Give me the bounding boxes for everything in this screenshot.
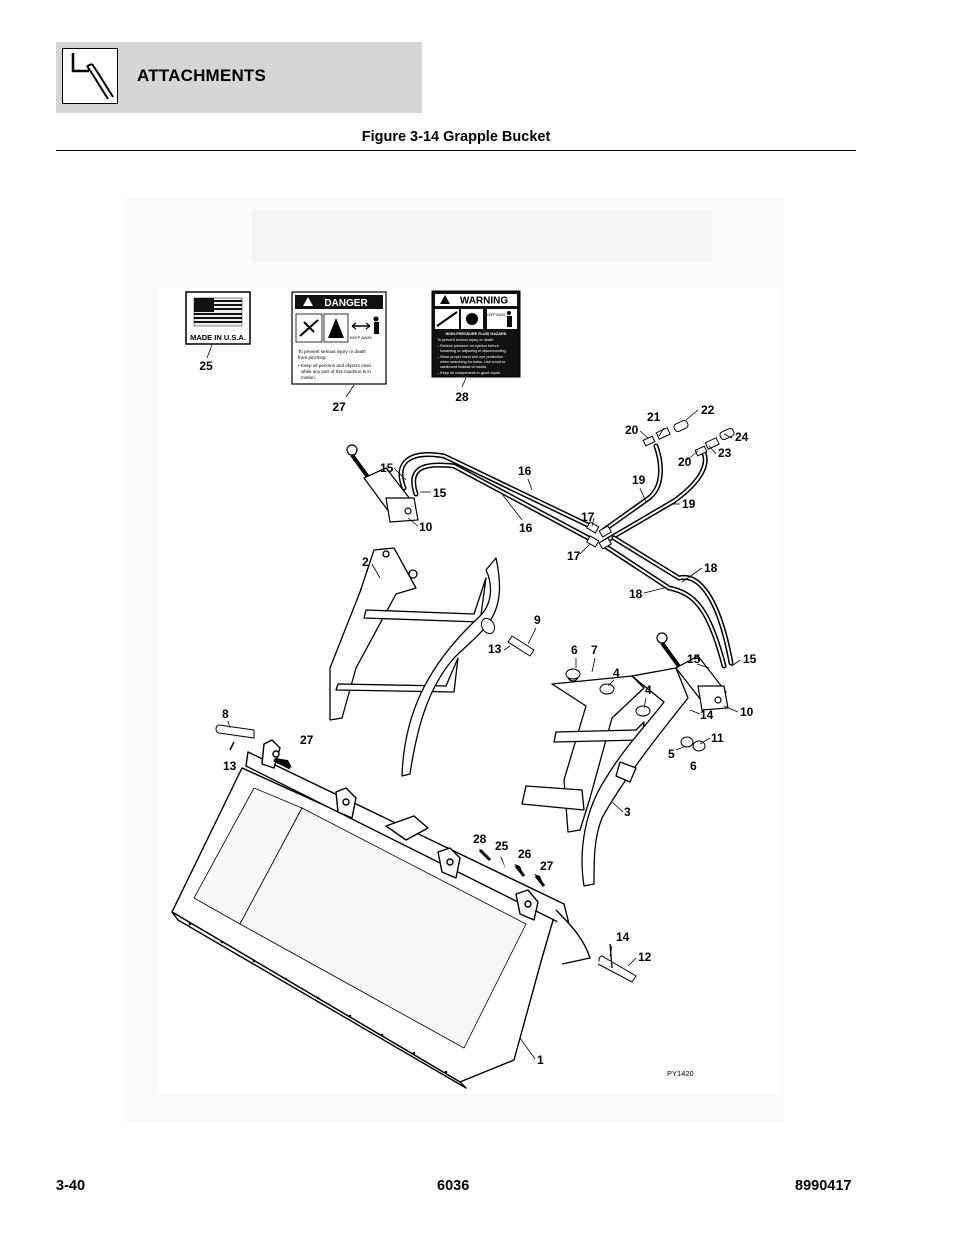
danger-line-4: while any part of this machine is in <box>301 369 371 374</box>
callout-28: 28 <box>455 390 469 404</box>
danger-decal: DANGER KEEP AWAY To prevent serious inju… <box>291 291 387 385</box>
callout-6: 6 <box>690 759 697 773</box>
callout-18: 18 <box>629 587 643 601</box>
callout-16: 16 <box>518 464 532 478</box>
callout-21: 21 <box>647 410 661 424</box>
made-in-usa-text: MADE IN U.S.A. <box>190 333 246 342</box>
danger-header-text: DANGER <box>324 298 368 309</box>
warning-line-7: – Keep all components in good repair. <box>437 371 501 375</box>
callout-19: 19 <box>682 497 696 511</box>
decal-28-arrow <box>478 848 492 862</box>
callout-14: 14 <box>616 930 630 944</box>
callout-20: 20 <box>625 423 639 437</box>
figure-title: Figure 3-14 Grapple Bucket <box>361 129 551 145</box>
callout-22: 22 <box>701 403 715 417</box>
callout-17: 17 <box>567 549 581 563</box>
callout-28: 28 <box>473 832 487 846</box>
cutting-edge-bolts <box>188 922 448 1074</box>
callout-24: 24 <box>735 430 749 444</box>
callout-27: 27 <box>540 859 554 873</box>
parts-figure: MADE IN U.S.A. 25 DANGER KEEP AWAY To pr… <box>124 198 784 1122</box>
callouts: 22 21 24 20 20 23 15 15 16 16 19 19 10 1… <box>222 403 757 1067</box>
grapple-bucket-exploded-view: MADE IN U.S.A. 25 DANGER KEEP AWAY To pr… <box>124 198 784 1122</box>
bucket <box>171 739 591 1089</box>
callout-19: 19 <box>632 473 646 487</box>
danger-keep-away-text: KEEP AWAY <box>350 335 373 340</box>
callout-12: 12 <box>638 950 652 964</box>
warning-header-text: WARNING <box>460 296 509 307</box>
leader-lines <box>227 409 741 1060</box>
callout-9: 9 <box>534 613 541 627</box>
figure-top-band <box>252 210 712 262</box>
model-number: 6036 <box>437 1178 470 1194</box>
warning-keep-away-text: KEEP AWAY <box>486 313 506 317</box>
callout-2: 2 <box>362 555 369 569</box>
callout-8: 8 <box>222 707 229 721</box>
pin-9 <box>480 617 535 657</box>
bushings <box>565 668 706 752</box>
callout-18: 18 <box>704 561 718 575</box>
danger-line-5: motion. <box>301 375 316 380</box>
callout-27: 27 <box>300 733 314 747</box>
pin-8 <box>215 724 255 751</box>
danger-line-2: from pinching: <box>298 355 327 360</box>
callout-1: 1 <box>537 1053 544 1067</box>
danger-line-1: To prevent serious injury or death <box>298 349 366 354</box>
decal-27-arrow-b <box>534 875 546 887</box>
callout-15: 15 <box>380 461 394 475</box>
hydraulic-hoses <box>398 443 734 669</box>
callout-10: 10 <box>740 705 754 719</box>
callout-6: 6 <box>571 643 578 657</box>
hydraulic-cylinder-right <box>656 632 729 711</box>
callout-4: 4 <box>613 666 620 680</box>
callout-20: 20 <box>678 455 692 469</box>
danger-line-3: • Keep all persons and objects clear <box>298 363 372 368</box>
fork-arm-icon <box>62 48 118 104</box>
callout-25: 25 <box>495 839 509 853</box>
grapple-arm-left <box>329 547 501 777</box>
quick-couplers <box>642 419 735 457</box>
callout-26: 26 <box>518 847 532 861</box>
callout-4: 4 <box>645 683 652 697</box>
page-number: 3-40 <box>56 1178 86 1194</box>
callout-15: 15 <box>433 486 447 500</box>
title-divider <box>56 150 856 151</box>
callout-27: 27 <box>332 400 346 414</box>
warning-line-2: – Relieve pressure on system before <box>437 344 499 348</box>
callout-23: 23 <box>718 446 732 460</box>
decal-26-arrow <box>514 865 526 877</box>
drawing-id: PY1420 <box>667 1069 694 1078</box>
warning-line-1: To prevent serious injury or death: <box>437 338 494 342</box>
decal-27-arrow <box>273 758 291 770</box>
warning-line-4: – Wear proper hand and eye protection <box>437 355 503 359</box>
callout-17: 17 <box>581 510 595 524</box>
callout-3: 3 <box>624 805 631 819</box>
callout-13: 13 <box>488 642 502 656</box>
callout-7: 7 <box>591 643 598 657</box>
callout-13: 13 <box>223 759 237 773</box>
warning-decal: WARNING KEEP AWAY HIGH-PRESSURE FLUID HA… <box>431 290 521 378</box>
warning-hazard-text: HIGH-PRESSURE FLUID HAZARD <box>446 332 507 336</box>
callout-5: 5 <box>668 747 675 761</box>
made-in-usa-decal: MADE IN U.S.A. <box>185 291 251 345</box>
hydraulic-cylinder-left <box>346 444 419 523</box>
manual-number: 8990417 <box>795 1178 852 1194</box>
callout-15: 15 <box>743 652 757 666</box>
warning-line-3: loosening or adjusting or disconnecting. <box>440 349 507 353</box>
callout-15: 15 <box>687 652 701 666</box>
callout-14: 14 <box>700 708 714 722</box>
callout-11: 11 <box>711 731 724 745</box>
tee-fittings <box>585 521 613 550</box>
callout-16: 16 <box>519 521 533 535</box>
warning-line-6: cardboard instead of hands. <box>440 365 487 369</box>
warning-line-5: when searching for leaks. Use wood or <box>440 360 506 364</box>
callout-25: 25 <box>199 359 213 373</box>
callout-10: 10 <box>419 520 433 534</box>
pin-12 <box>597 943 637 983</box>
section-title: ATTACHMENTS <box>137 66 267 85</box>
